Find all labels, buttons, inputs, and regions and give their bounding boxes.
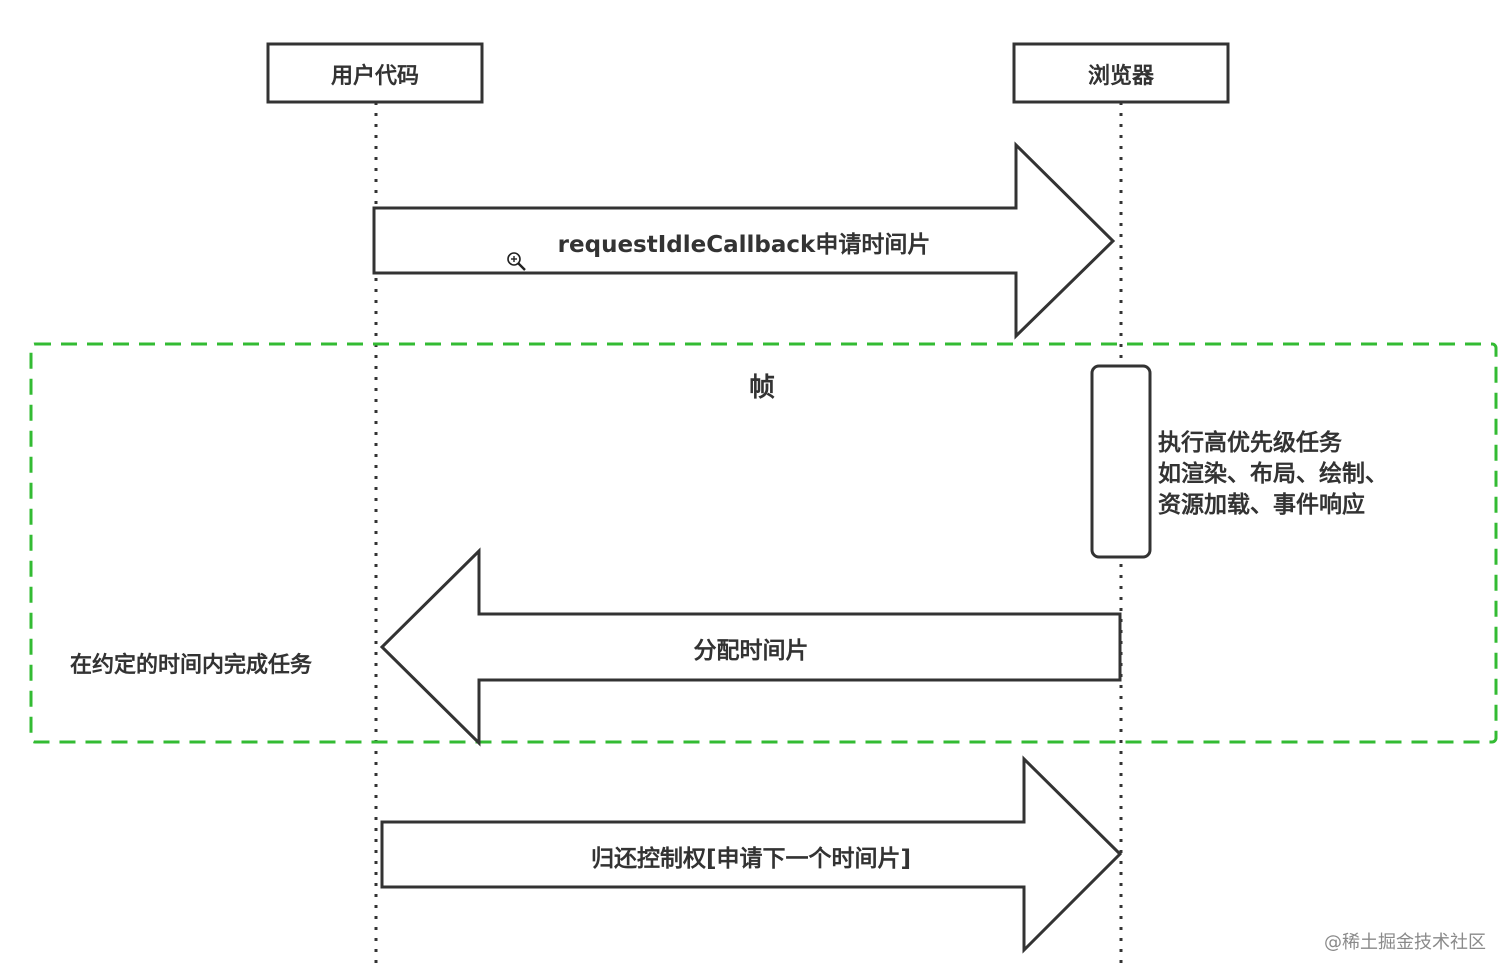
message-allocate-arrow: 分配时间片 (379, 547, 1122, 747)
browser-activation-bar (1090, 364, 1152, 559)
watermark-text: @稀土掘金技术社区 (1324, 932, 1486, 953)
participant-user-code: 用户代码 (266, 42, 484, 104)
zoom-in-cursor-icon (507, 252, 526, 271)
browser-task-line-2: 如渲染、布局、绘制、 (1158, 460, 1388, 487)
participant-browser-label: 浏览器 (1088, 63, 1155, 89)
message-return-control-label: 归还控制权[申请下一个时间片] (591, 845, 911, 872)
message-return-control-arrow: 归还控制权[申请下一个时间片] (380, 755, 1123, 954)
participant-user-code-label: 用户代码 (331, 63, 419, 89)
user-task-note: 在约定的时间内完成任务 (70, 652, 313, 678)
browser-task-note: 执行高优先级任务 如渲染、布局、绘制、 资源加载、事件响应 (1158, 429, 1388, 518)
message-request-label: requestIdleCallback申请时间片 (558, 231, 931, 258)
frame-label: 帧 (749, 373, 775, 403)
browser-task-line-3: 资源加载、事件响应 (1158, 491, 1365, 518)
participant-browser: 浏览器 (1012, 42, 1230, 104)
frame-box (29, 342, 1498, 744)
message-allocate-label: 分配时间片 (694, 638, 809, 664)
browser-task-line-1: 执行高优先级任务 (1158, 429, 1343, 456)
message-request-arrow: requestIdleCallback申请时间片 (372, 141, 1116, 340)
